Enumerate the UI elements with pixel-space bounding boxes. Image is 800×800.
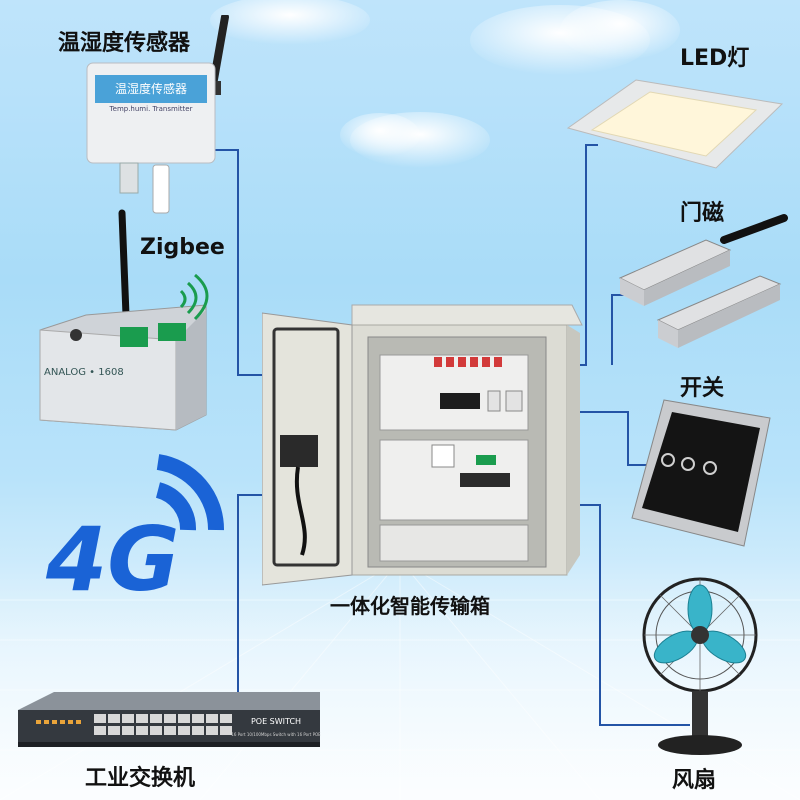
switch-button-1-icon: [661, 453, 675, 467]
4g-text: 4G: [45, 508, 179, 610]
line-switch: [568, 411, 650, 466]
network-switch-brand: POE SWITCH: [251, 717, 301, 726]
sensor-panel-sublabel: Temp.humi. Transmitter: [109, 105, 193, 113]
integrated-transmission-box: [262, 285, 587, 595]
network-switch-subtitle: 16 Port 10/100Mbps Switch with 16 Port P…: [231, 732, 321, 737]
label-led-light: LED灯: [680, 46, 750, 71]
label-zigbee: Zigbee: [140, 235, 225, 260]
switch-button-3-icon: [703, 461, 717, 475]
line-fan: [576, 504, 690, 726]
temp-humidity-sensor: 温湿度传感器 Temp.humi. Transmitter: [85, 15, 245, 215]
zigbee-brand: ANALOG • 1608: [44, 367, 124, 378]
touch-wall-switch: [628, 398, 788, 548]
label-integrated-box: 一体化智能传输箱: [330, 594, 490, 618]
switch-button-2-icon: [681, 457, 695, 471]
label-door-magnet: 门磁: [680, 201, 725, 226]
industrial-network-switch: POE SWITCH 16 Port 10/100Mbps Switch wit…: [14, 690, 324, 750]
sensor-panel-label: 温湿度传感器: [115, 81, 187, 96]
cloud-shapes: [210, 0, 680, 168]
label-industrial-switch: 工业交换机: [85, 766, 196, 791]
line-sensor: [200, 149, 262, 376]
electric-fan: [636, 575, 766, 760]
door-magnet-sensor: [614, 200, 794, 360]
led-light: [566, 72, 786, 172]
label-fan: 风扇: [672, 768, 717, 793]
4g-icon: 4G: [40, 450, 240, 610]
zigbee-module: ANALOG • 1608: [36, 205, 226, 435]
label-temp-humidity-sensor: 温湿度传感器: [58, 31, 191, 56]
wifi-signal-icon: [179, 273, 209, 321]
label-switch: 开关: [680, 376, 725, 401]
